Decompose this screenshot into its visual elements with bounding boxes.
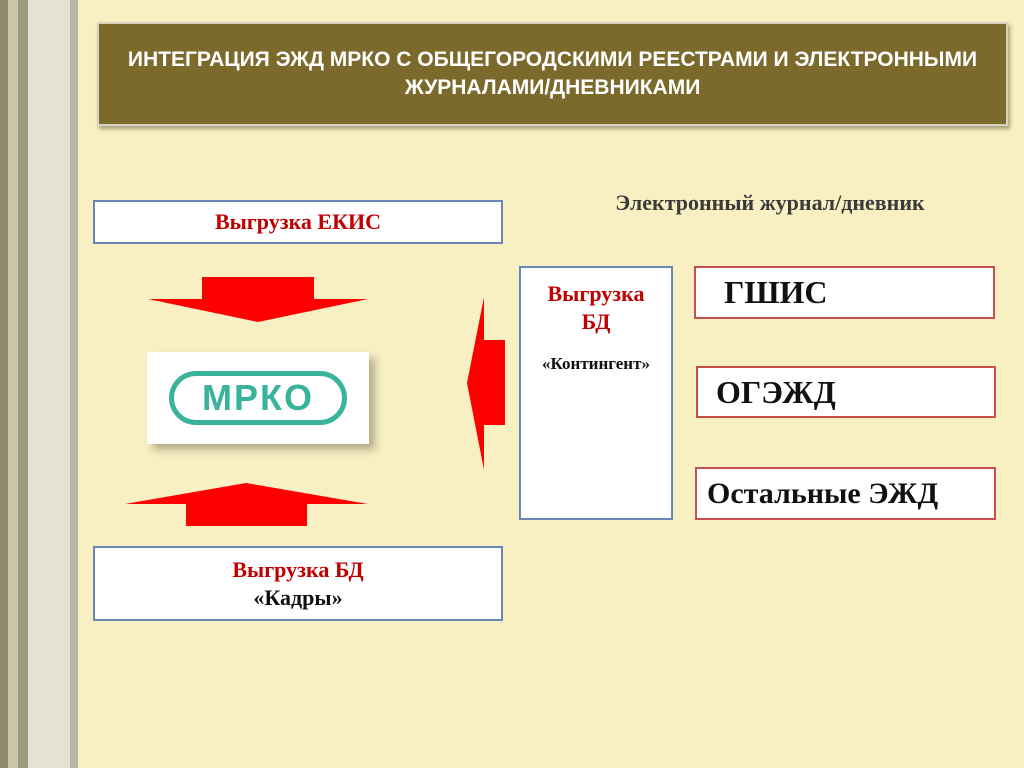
up-arrow xyxy=(125,483,368,526)
title-bar: ИНТЕГРАЦИЯ ЭЖД МРКО С ОБЩЕГОРОДСКИМИ РЕЕ… xyxy=(97,22,1008,126)
mrko-logo: МРКО xyxy=(169,371,347,425)
ekis-label: Выгрузка ЕКИС xyxy=(214,209,382,234)
ogejd-label: ОГЭЖД xyxy=(716,373,836,410)
left-arrow xyxy=(467,297,505,470)
contingent-title: Выгрузка БД xyxy=(547,281,645,334)
gshis-label: ГШИС xyxy=(724,274,828,310)
side-stripe xyxy=(18,0,28,768)
down-arrow xyxy=(148,277,368,322)
mrko-logo-text: МРКО xyxy=(202,377,314,418)
side-stripe xyxy=(8,0,18,768)
gshis-box: ГШИС xyxy=(694,266,995,319)
contingent-box: Выгрузка БД «Контингент» xyxy=(519,266,673,520)
other-ejd-label: Остальные ЭЖД xyxy=(707,476,939,510)
kadry-title: Выгрузка БД xyxy=(232,556,364,582)
other-ejd-box: Остальные ЭЖД xyxy=(695,467,996,520)
side-stripe xyxy=(70,0,78,768)
mrko-logo-card: МРКО xyxy=(147,352,369,444)
ej-heading: Электронный журнал/дневник xyxy=(615,190,925,215)
kadry-box: Выгрузка БД «Кадры» xyxy=(93,546,503,621)
slide-title: ИНТЕГРАЦИЯ ЭЖД МРКО С ОБЩЕГОРОДСКИМИ РЕЕ… xyxy=(127,48,978,99)
ogejd-box: ОГЭЖД xyxy=(696,366,996,418)
ekis-box: Выгрузка ЕКИС xyxy=(93,200,503,244)
side-stripe xyxy=(0,0,8,768)
side-stripe xyxy=(28,0,70,768)
kadry-subtitle: «Кадры» xyxy=(253,584,343,610)
contingent-subtitle: «Контингент» xyxy=(542,354,650,373)
